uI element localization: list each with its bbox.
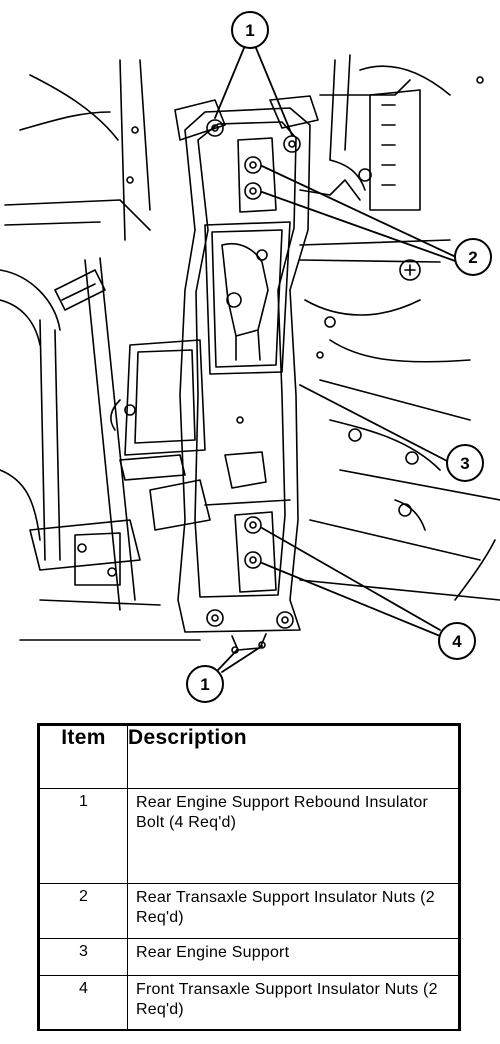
leader-lines	[214, 47, 459, 673]
row-item-number: 3	[39, 938, 128, 976]
legend-header-row: Item Description	[39, 725, 459, 789]
row-item-number: 4	[39, 975, 128, 1031]
table-row: 2 Rear Transaxle Support Insulator Nuts …	[39, 883, 459, 939]
callout-1-top-label: 1	[245, 21, 254, 40]
callout-2-label: 2	[468, 248, 477, 267]
callout-2: 2	[454, 238, 492, 276]
callout-4: 4	[438, 622, 476, 660]
callout-1-top: 1	[231, 11, 269, 49]
engine-support-illustration: 1 2 3 4 1	[0, 11, 500, 703]
row-item-number: 2	[39, 883, 128, 939]
table-row: 4 Front Transaxle Support Insulator Nuts…	[39, 975, 459, 1031]
header-description: Description	[127, 725, 459, 789]
header-item: Item	[39, 725, 128, 789]
table-row: 1 Rear Engine Support Rebound Insulator …	[39, 788, 459, 884]
callout-1-bottom: 1	[186, 665, 224, 703]
callout-3: 3	[446, 444, 484, 482]
rear-engine-support-crossmember	[174, 95, 319, 654]
row-description: Rear Engine Support	[127, 938, 459, 976]
row-description: Rear Transaxle Support Insulator Nuts (2…	[127, 883, 459, 939]
callout-3-label: 3	[460, 454, 469, 473]
callout-1-bottom-label: 1	[200, 675, 209, 694]
legend-table: Item Description 1 Rear Engine Support R…	[37, 723, 461, 1031]
transaxle-housing	[110, 339, 211, 531]
row-description: Front Transaxle Support Insulator Nuts (…	[127, 975, 459, 1031]
table-row: 3 Rear Engine Support	[39, 938, 459, 976]
chassis-outline	[0, 54, 500, 641]
row-item-number: 1	[39, 788, 128, 884]
callout-4-label: 4	[452, 632, 462, 651]
row-description: Rear Engine Support Rebound Insulator Bo…	[127, 788, 459, 884]
